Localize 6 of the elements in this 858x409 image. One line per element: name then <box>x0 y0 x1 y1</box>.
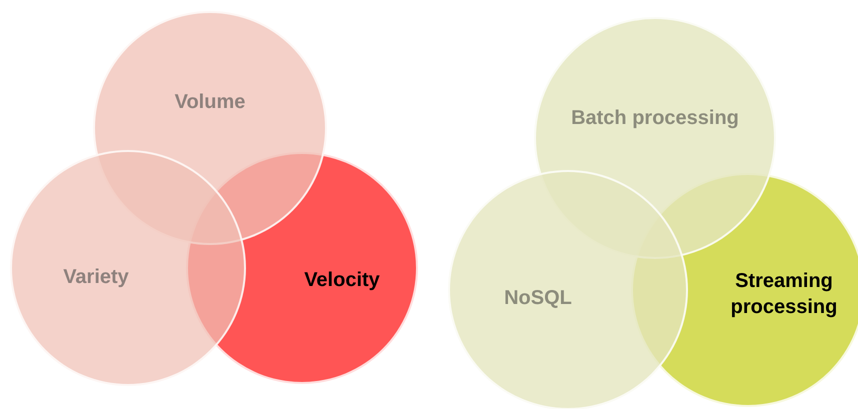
circle-label: Velocity <box>303 268 381 293</box>
circle-label: Variety <box>62 265 130 290</box>
circle-label: NoSQL <box>503 286 573 311</box>
circle-label: Volume <box>174 90 246 115</box>
circle-label: Streaming processing <box>730 269 838 320</box>
circle-label: Batch processing <box>570 106 740 131</box>
